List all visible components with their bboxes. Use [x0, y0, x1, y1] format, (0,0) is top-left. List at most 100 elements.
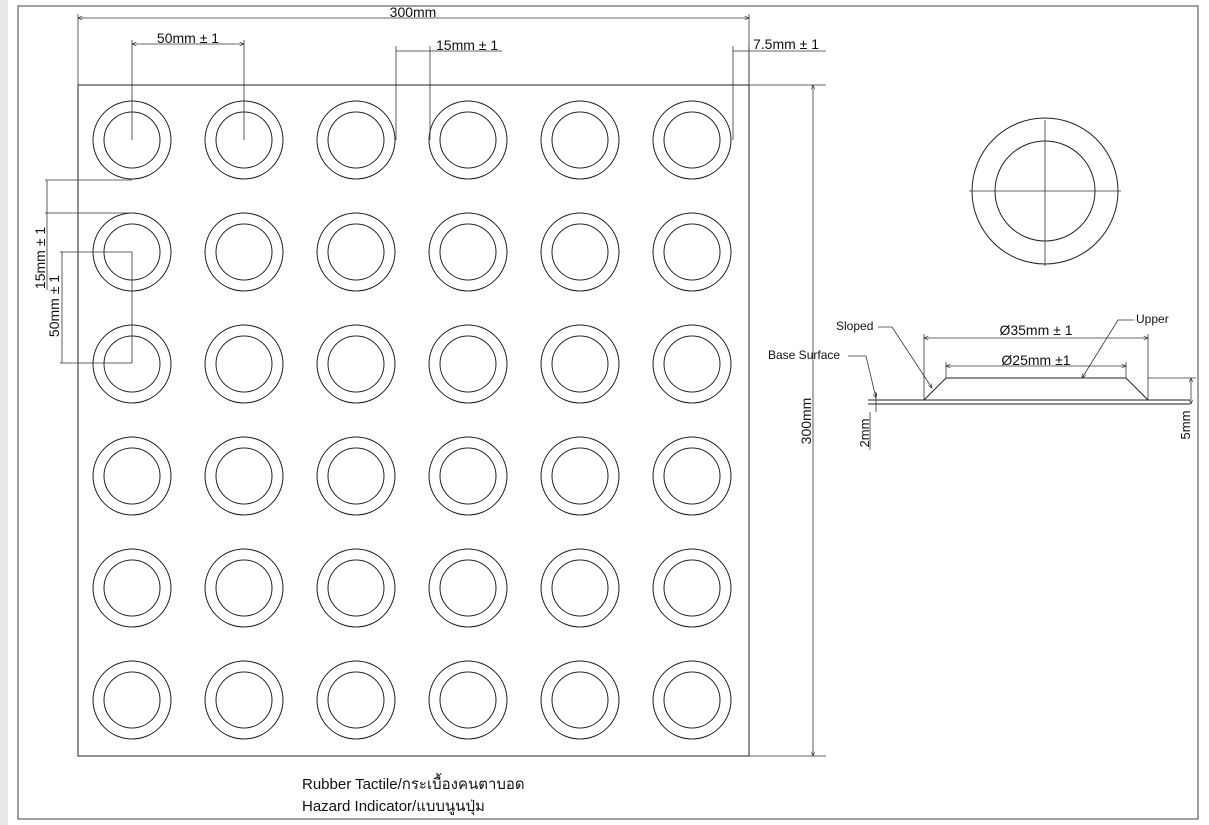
dome-inner-ring	[215, 447, 273, 505]
dome	[428, 100, 508, 180]
dome	[92, 548, 172, 628]
dome-inner-ring	[103, 559, 161, 617]
dim-overall-height-label: 300mm	[798, 398, 814, 445]
dome	[540, 660, 620, 740]
dome-outer-ring	[540, 324, 620, 404]
sloped-label: Sloped	[836, 319, 873, 333]
dome-outer-ring	[428, 324, 508, 404]
dome-outer-ring	[204, 660, 284, 740]
dim-edge-margin: 7.5mm ± 1	[732, 36, 826, 140]
dome-height-label: 5mm	[1178, 411, 1193, 440]
dome-inner-ring	[663, 223, 721, 281]
dome-outer-ring	[204, 324, 284, 404]
dome-inner-ring	[439, 671, 497, 729]
dome	[540, 436, 620, 516]
dome	[652, 436, 732, 516]
dome-outer-ring	[652, 660, 732, 740]
dome-outer-ring	[652, 100, 732, 180]
dome-inner-ring	[439, 559, 497, 617]
dome	[540, 324, 620, 404]
dome-outer-ring	[316, 660, 396, 740]
dome	[428, 436, 508, 516]
dome-inner-ring	[551, 671, 609, 729]
dome-inner-ring	[663, 559, 721, 617]
dome-inner-ring	[327, 111, 385, 169]
dome	[652, 660, 732, 740]
dome	[92, 436, 172, 516]
dome-inner-ring	[551, 223, 609, 281]
dome	[316, 324, 396, 404]
dome	[316, 660, 396, 740]
dome	[428, 212, 508, 292]
dome	[316, 436, 396, 516]
dome-outer-ring	[540, 548, 620, 628]
dome-outer-ring	[652, 324, 732, 404]
dome	[540, 100, 620, 180]
dome-outer-ring	[540, 212, 620, 292]
dome	[652, 100, 732, 180]
caption-line-2: Hazard Indicator/แบบนูนปุ่ม	[302, 798, 485, 816]
dome-detail-top-view	[969, 117, 1121, 266]
dim-edge-margin-label: 7.5mm ± 1	[753, 36, 819, 52]
dome-inner-ring	[215, 335, 273, 393]
dome-inner-ring	[103, 671, 161, 729]
dome	[428, 324, 508, 404]
dome-inner-ring	[327, 447, 385, 505]
dome-outer-ring	[652, 212, 732, 292]
dome-outer-ring	[652, 548, 732, 628]
dome-outer-ring	[204, 436, 284, 516]
dome-inner-ring	[439, 447, 497, 505]
dome	[92, 660, 172, 740]
dome-outer-ring	[428, 212, 508, 292]
tile-outline	[77, 84, 750, 757]
dim-pitch-side: 50mm ± 1	[46, 251, 133, 364]
dome	[316, 548, 396, 628]
dome-outer-ring	[428, 100, 508, 180]
dome	[652, 212, 732, 292]
dome-inner-ring	[551, 559, 609, 617]
dome-outer-ring	[316, 436, 396, 516]
dome-inner-ring	[439, 223, 497, 281]
dome-inner-ring	[327, 671, 385, 729]
dome-outer-ring	[316, 100, 396, 180]
dome-inner-ring	[327, 335, 385, 393]
dome-grid	[92, 100, 732, 740]
dome-inner-ring	[327, 559, 385, 617]
dome-inner-ring	[663, 335, 721, 393]
dim-gap-side-label: 15mm ± 1	[32, 227, 48, 289]
dim-gap-top-label: 15mm ± 1	[436, 37, 498, 53]
dome-outer-ring	[540, 660, 620, 740]
drawing-border	[17, 5, 1199, 820]
dome	[540, 212, 620, 292]
dome	[652, 548, 732, 628]
dome	[316, 100, 396, 180]
dim-pitch-top-label: 50mm ± 1	[157, 30, 219, 46]
dome-section-view: Ø35mm ± 1 Ø25mm ±1 Sloped Upper Base Sur…	[768, 312, 1196, 450]
dome-inner-ring	[327, 223, 385, 281]
dome-outer-ring	[92, 548, 172, 628]
dome-inner-ring	[663, 447, 721, 505]
page-left-gutter	[0, 0, 8, 825]
dim-pitch-top: 50mm ± 1	[132, 30, 244, 140]
dome-inner-ring	[215, 223, 273, 281]
dome	[540, 548, 620, 628]
dim-overall-width-label: 300mm	[390, 4, 437, 20]
dome-inner-ring	[215, 671, 273, 729]
dome-inner-ring	[215, 559, 273, 617]
dome-outer-ring	[428, 660, 508, 740]
dome-outer-ring	[92, 660, 172, 740]
inner-diameter-label: Ø25mm ±1	[1001, 352, 1070, 368]
dome	[204, 212, 284, 292]
dome	[204, 548, 284, 628]
dome-outer-ring	[204, 212, 284, 292]
dim-pitch-side-label: 50mm ± 1	[46, 275, 62, 337]
dim-gap-top: 15mm ± 1	[395, 37, 502, 140]
dome-inner-ring	[439, 335, 497, 393]
dim-overall-height: 300mm	[749, 85, 826, 756]
dome	[204, 324, 284, 404]
dome	[428, 548, 508, 628]
dome-inner-ring	[663, 671, 721, 729]
dim-gap-side: 15mm ± 1	[32, 179, 132, 290]
dome-outer-ring	[92, 436, 172, 516]
